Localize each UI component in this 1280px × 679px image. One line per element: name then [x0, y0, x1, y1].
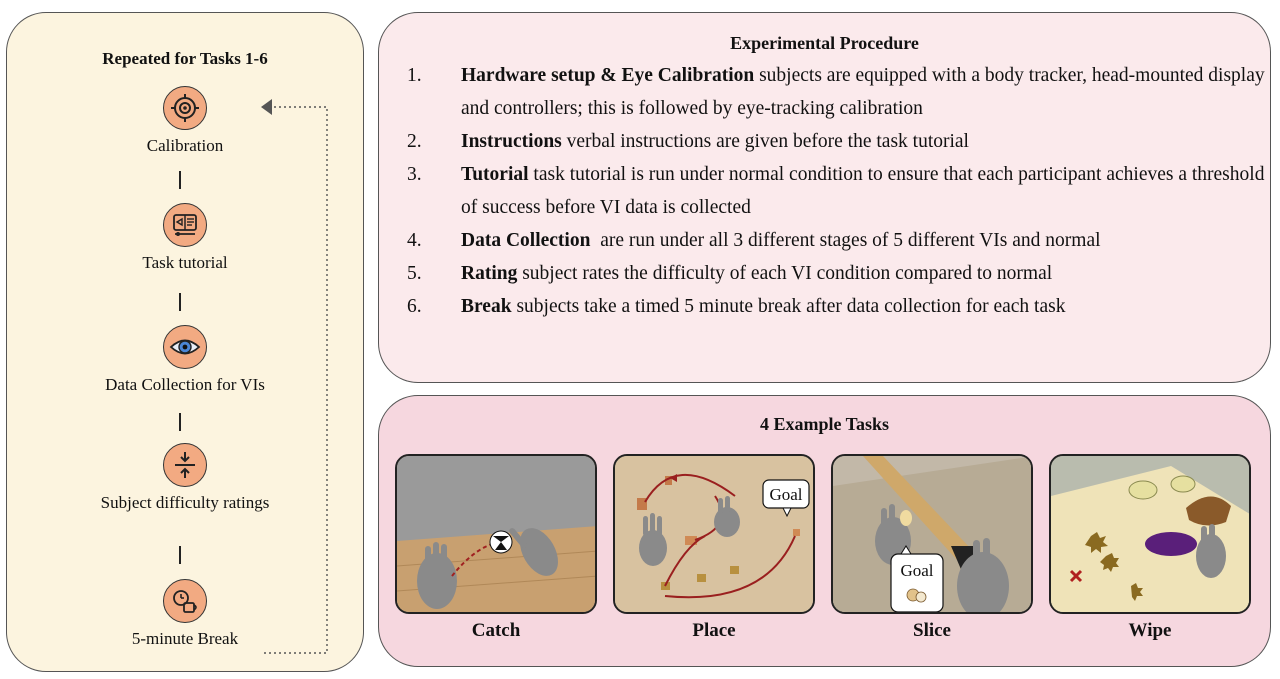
connector-line	[179, 413, 181, 431]
procedure-item: 2. Instructions verbal instructions are …	[407, 125, 1267, 158]
loop-back-arrow	[261, 99, 328, 654]
step-label: Calibration	[146, 136, 224, 155]
item-text: verbal instructions are given before the…	[561, 131, 969, 152]
procedure-title: Experimental Procedure	[730, 33, 919, 53]
tasks-title: 4 Example Tasks	[759, 414, 890, 434]
connector-line	[179, 293, 181, 311]
step-label: Subject difficulty ratings	[100, 493, 270, 512]
task-slice: Goal Slice	[831, 454, 1033, 642]
item-number: 1.	[407, 65, 422, 86]
task-catch: Catch	[395, 454, 597, 642]
catch-scene-image	[395, 454, 597, 614]
procedure-item: 5. Rating subject rates the difficulty o…	[407, 257, 1267, 290]
place-scene-image: Goal	[613, 454, 815, 614]
item-heading: Tutorial	[461, 164, 529, 185]
coffee-timer-icon	[163, 579, 207, 623]
item-heading: Hardware setup & Eye Calibration	[461, 65, 755, 86]
item-number: 4.	[407, 230, 422, 251]
item-text: subjects are equipped with a body tracke…	[461, 65, 1265, 119]
item-heading: Break	[461, 296, 512, 317]
item-text: subjects take a timed 5 minute break aft…	[511, 296, 1066, 317]
step-data-collection: Data Collection for VIs	[7, 325, 363, 397]
item-number: 2.	[407, 131, 422, 152]
goal-bubble-text: Goal	[769, 485, 802, 504]
example-tasks-panel: 4 Example Tasks Catch	[378, 395, 1271, 667]
procedure-list: 1. Hardware setup & Eye Calibration subj…	[407, 59, 1267, 323]
item-number: 5.	[407, 263, 422, 284]
repeated-tasks-panel: Repeated for Tasks 1-6 Calibration	[6, 12, 364, 672]
task-label: Catch	[471, 620, 521, 641]
step-calibration: Calibration	[7, 86, 363, 158]
procedure-item: 1. Hardware setup & Eye Calibration subj…	[407, 59, 1267, 125]
item-heading: Instructions	[461, 131, 562, 152]
procedure-item: 3. Tutorial task tutorial is run under n…	[407, 158, 1267, 224]
item-number: 3.	[407, 164, 422, 185]
goal-bubble-text: Goal	[900, 561, 933, 580]
experimental-procedure-panel: Experimental Procedure 1. Hardware setup…	[378, 12, 1271, 383]
item-text: are run under all 3 different stages of …	[590, 230, 1101, 251]
item-heading: Rating	[461, 263, 518, 284]
eye-icon	[163, 325, 207, 369]
step-label: Data Collection for VIs	[105, 375, 265, 394]
item-heading: Data Collection	[461, 230, 591, 251]
slice-scene-image: Goal	[831, 454, 1033, 614]
compress-arrows-icon	[163, 443, 207, 487]
connector-line	[179, 171, 181, 189]
tutorial-book-icon	[163, 203, 207, 247]
step-break: 5-minute Break	[7, 579, 363, 651]
target-icon	[163, 86, 207, 130]
item-text: subject rates the difficulty of each VI …	[517, 263, 1053, 284]
task-place: Goal Place	[613, 454, 815, 642]
procedure-item: 4. Data Collection are run under all 3 d…	[407, 224, 1267, 257]
step-difficulty-ratings: Subject difficulty ratings	[7, 443, 363, 515]
task-label: Slice	[913, 620, 951, 641]
connector-line	[179, 546, 181, 564]
task-wipe: Wipe	[1049, 454, 1251, 642]
procedure-item: 6. Break subjects take a timed 5 minute …	[407, 290, 1267, 323]
item-text: task tutorial is run under normal condit…	[461, 164, 1265, 218]
step-label: Task tutorial	[142, 253, 228, 272]
task-label: Wipe	[1128, 620, 1172, 641]
step-label: 5-minute Break	[131, 629, 239, 648]
wipe-scene-image	[1049, 454, 1251, 614]
repeated-tasks-title: Repeated for Tasks 1-6	[102, 49, 268, 68]
item-number: 6.	[407, 296, 422, 317]
task-label: Place	[692, 620, 736, 641]
step-task-tutorial: Task tutorial	[7, 203, 363, 275]
